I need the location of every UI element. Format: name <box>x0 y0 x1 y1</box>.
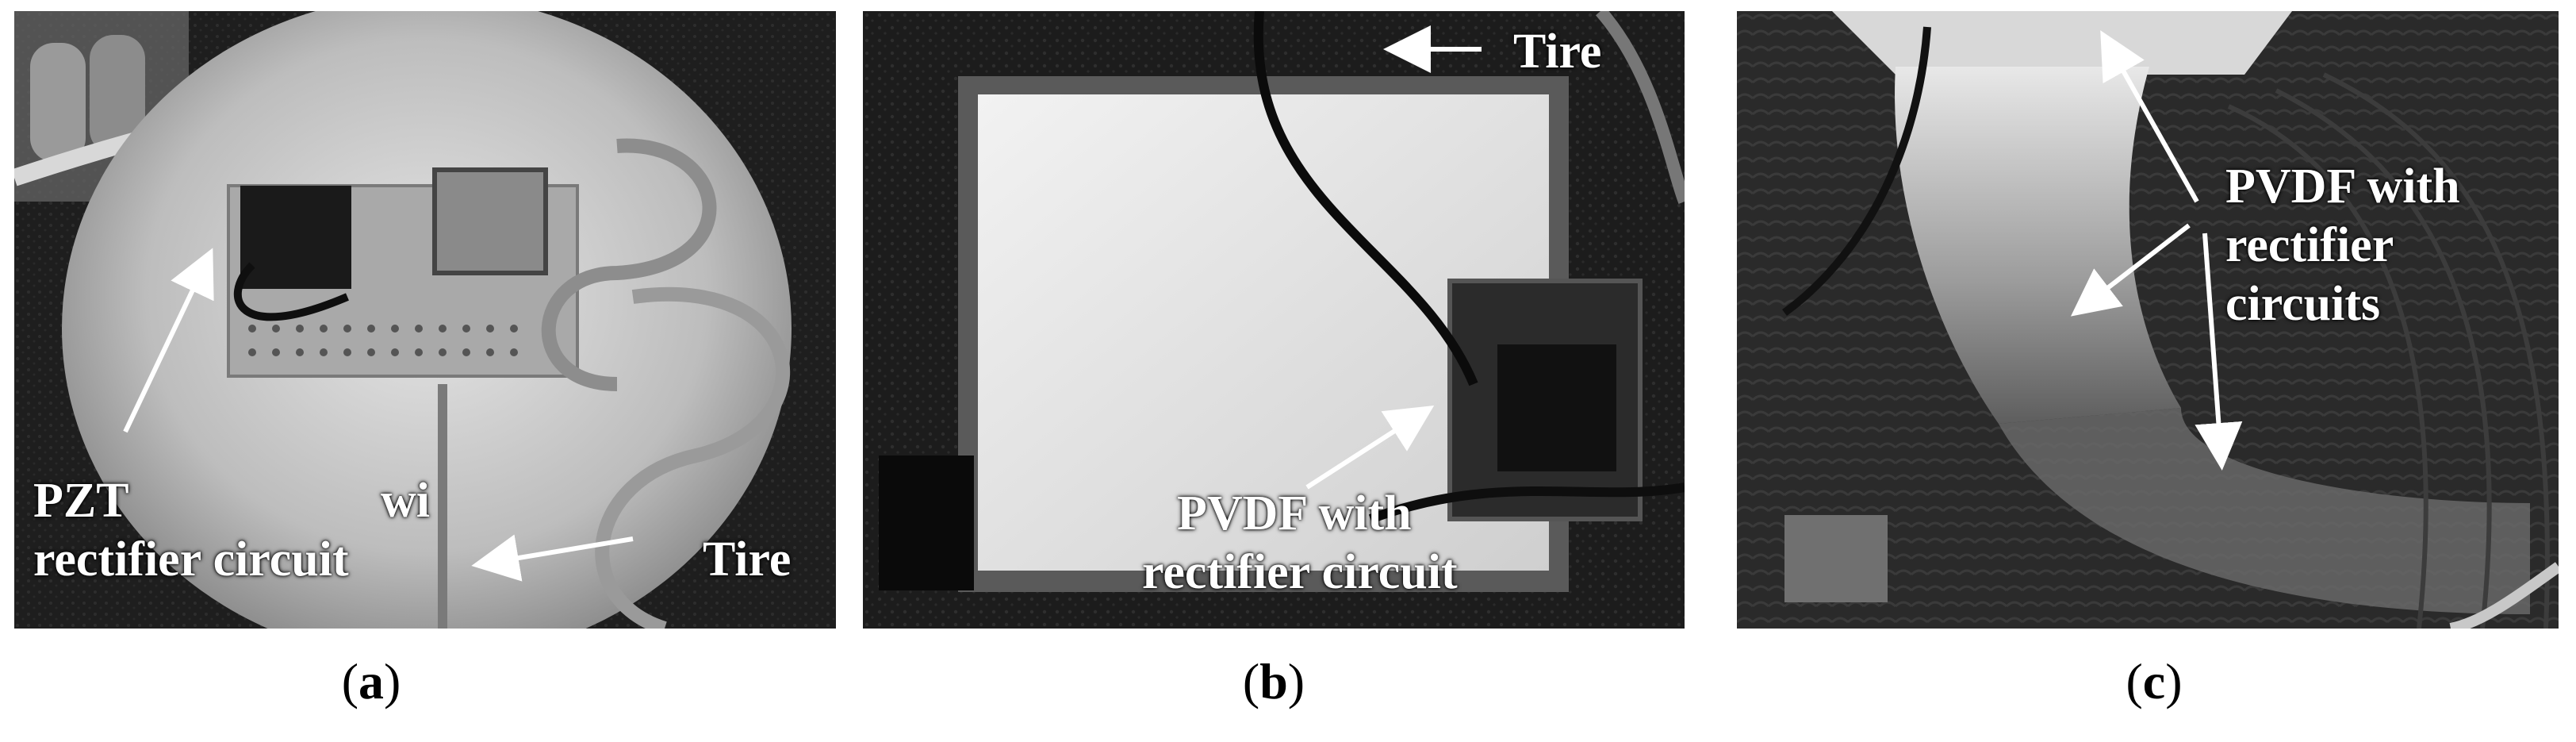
label-tire-a: Tire <box>703 532 792 586</box>
caption-letter-a: a <box>358 653 384 709</box>
caption-c: (c) <box>2126 653 2183 709</box>
pvdf-tire-inner-photo <box>1737 11 2559 629</box>
pvdf-harvester-photo <box>863 11 1685 629</box>
label-pvdf-with-b: PVDF with <box>1177 486 1412 540</box>
label-rectifier-circuit-b: rectifier circuit <box>1142 545 1458 599</box>
photo-panel-b: Tire PVDF with rectifier circuit <box>863 11 1685 629</box>
label-tire-b: Tire <box>1513 25 1602 79</box>
caption-b: (b) <box>1242 653 1305 709</box>
label-rectifier-circuit-a: rectifier circuit <box>33 532 349 586</box>
caption-letter-b: b <box>1259 653 1288 709</box>
photo-panel-c: PVDF with rectifier circuits <box>1737 11 2559 629</box>
caption-letter-c: c <box>2142 653 2166 709</box>
label-pvdf-with-c: PVDF with <box>2225 160 2460 213</box>
photo-panel-a: PZT wi rectifier circuit Tire <box>14 11 836 629</box>
label-pzt-overlay: wi <box>381 474 430 528</box>
caption-a: (a) <box>341 653 401 709</box>
label-pzt: PZT <box>33 474 129 528</box>
pzt-harvester-photo <box>14 11 836 629</box>
label-rectifier-c: rectifier <box>2225 218 2394 272</box>
label-circuits-c: circuits <box>2225 277 2381 331</box>
